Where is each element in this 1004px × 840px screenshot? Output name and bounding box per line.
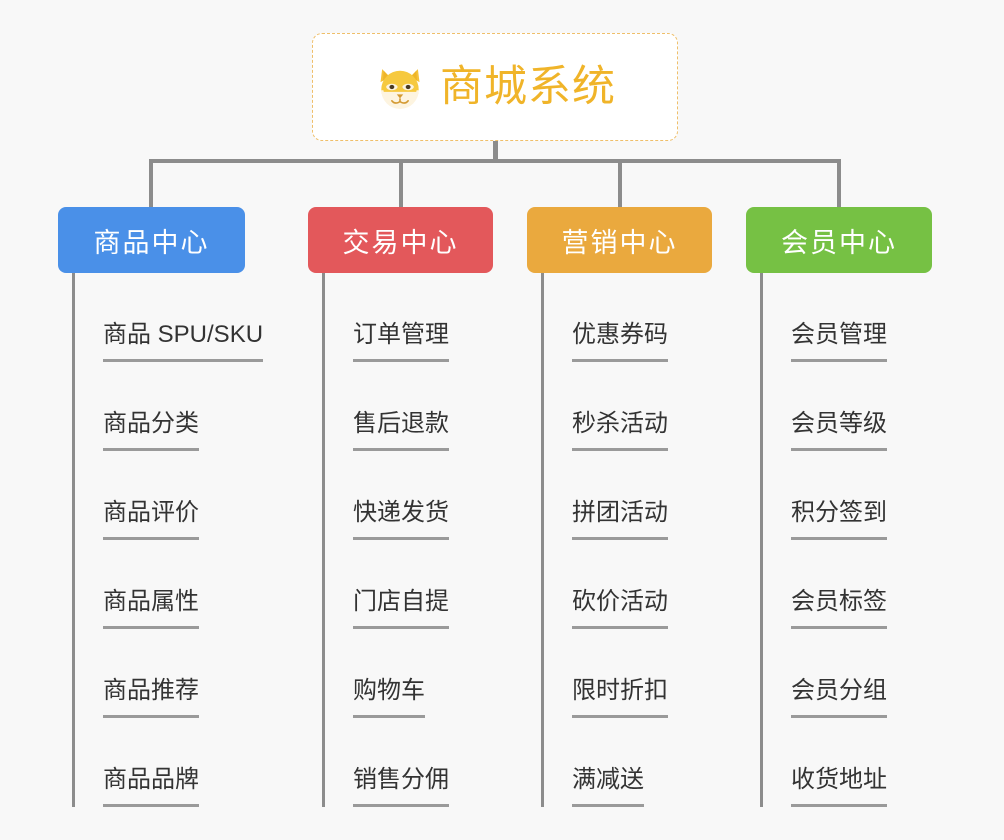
leaf-label: 会员分组 xyxy=(791,679,887,718)
list-item[interactable]: 商品分类 xyxy=(58,362,263,451)
category-header-label: 交易中心 xyxy=(342,227,459,258)
leaf-label: 拼团活动 xyxy=(572,501,668,540)
root-node[interactable]: 商城系统 xyxy=(312,33,678,141)
leaf-stack-product: 商品 SPU/SKU 商品分类 商品评价 商品属性 商品推荐 商品品牌 xyxy=(58,273,264,807)
list-item[interactable]: 购物车 xyxy=(308,629,449,718)
list-item[interactable]: 满减送 xyxy=(527,718,668,807)
category-header-member[interactable]: 会员中心 xyxy=(746,207,932,273)
category-header-label: 商品中心 xyxy=(93,227,210,258)
leaf-label: 订单管理 xyxy=(353,323,449,362)
leaf-label: 快递发货 xyxy=(353,501,449,540)
list-item[interactable]: 订单管理 xyxy=(308,273,449,362)
root-title: 商城系统 xyxy=(440,62,616,111)
list-item[interactable]: 商品推荐 xyxy=(58,629,263,718)
list-item[interactable]: 积分签到 xyxy=(746,451,887,540)
category-header-marketing[interactable]: 营销中心 xyxy=(527,207,712,273)
trunk-line-product xyxy=(72,273,75,807)
leaf-label: 收货地址 xyxy=(791,768,887,807)
leaf-label: 商品属性 xyxy=(103,590,199,629)
trunk-line-marketing xyxy=(541,273,544,807)
leaf-label: 购物车 xyxy=(353,679,425,718)
leaf-stack-trade: 订单管理 售后退款 快递发货 门店自提 购物车 销售分佣 xyxy=(308,273,449,807)
list-item[interactable]: 限时折扣 xyxy=(527,629,668,718)
list-item[interactable]: 门店自提 xyxy=(308,540,449,629)
list-item[interactable]: 拼团活动 xyxy=(527,451,668,540)
list-item[interactable]: 商品属性 xyxy=(58,540,263,629)
drop-line-2 xyxy=(399,159,403,207)
list-item[interactable]: 快递发货 xyxy=(308,451,449,540)
list-item[interactable]: 商品 SPU/SKU xyxy=(58,273,264,362)
list-item[interactable]: 商品品牌 xyxy=(58,718,263,807)
leaf-stack-member: 会员管理 会员等级 积分签到 会员标签 会员分组 收货地址 xyxy=(746,273,887,807)
leaf-label: 售后退款 xyxy=(353,412,449,451)
leaf-label: 商品推荐 xyxy=(103,679,199,718)
leaf-label: 秒杀活动 xyxy=(572,412,668,451)
leaf-label: 商品分类 xyxy=(103,412,199,451)
list-item[interactable]: 会员管理 xyxy=(746,273,887,362)
list-item[interactable]: 砍价活动 xyxy=(527,540,668,629)
root-stem-line xyxy=(493,141,498,162)
list-item[interactable]: 秒杀活动 xyxy=(527,362,668,451)
category-header-label: 会员中心 xyxy=(781,227,897,258)
category-header-label: 营销中心 xyxy=(561,227,678,258)
horizontal-bus-line xyxy=(149,159,841,163)
trunk-line-member xyxy=(760,273,763,807)
leaf-label: 积分签到 xyxy=(791,501,887,540)
leaf-label: 销售分佣 xyxy=(353,768,449,807)
drop-line-1 xyxy=(149,159,153,207)
leaf-label: 限时折扣 xyxy=(572,679,668,718)
category-header-product[interactable]: 商品中心 xyxy=(58,207,245,273)
leaf-label: 门店自提 xyxy=(353,590,449,629)
drop-line-4 xyxy=(837,159,841,207)
leaf-label: 会员等级 xyxy=(791,412,887,451)
trunk-line-trade xyxy=(322,273,325,807)
leaf-label: 商品品牌 xyxy=(103,768,199,807)
leaf-label: 商品 SPU/SKU xyxy=(103,323,264,362)
list-item[interactable]: 收货地址 xyxy=(746,718,887,807)
list-item[interactable]: 销售分佣 xyxy=(308,718,449,807)
leaf-label: 砍价活动 xyxy=(572,590,668,629)
leaf-label: 会员标签 xyxy=(791,590,887,629)
list-item[interactable]: 商品评价 xyxy=(58,451,263,540)
category-header-trade[interactable]: 交易中心 xyxy=(308,207,493,273)
list-item[interactable]: 会员等级 xyxy=(746,362,887,451)
shiba-dog-icon xyxy=(380,69,420,109)
drop-line-3 xyxy=(618,159,622,207)
leaf-stack-marketing: 优惠券码 秒杀活动 拼团活动 砍价活动 限时折扣 满减送 xyxy=(527,273,668,807)
list-item[interactable]: 售后退款 xyxy=(308,362,449,451)
list-item[interactable]: 会员标签 xyxy=(746,540,887,629)
list-item[interactable]: 会员分组 xyxy=(746,629,887,718)
leaf-label: 优惠券码 xyxy=(572,323,668,362)
leaf-label: 会员管理 xyxy=(791,323,887,362)
leaf-label: 商品评价 xyxy=(103,501,199,540)
list-item[interactable]: 优惠券码 xyxy=(527,273,668,362)
leaf-label: 满减送 xyxy=(572,768,644,807)
